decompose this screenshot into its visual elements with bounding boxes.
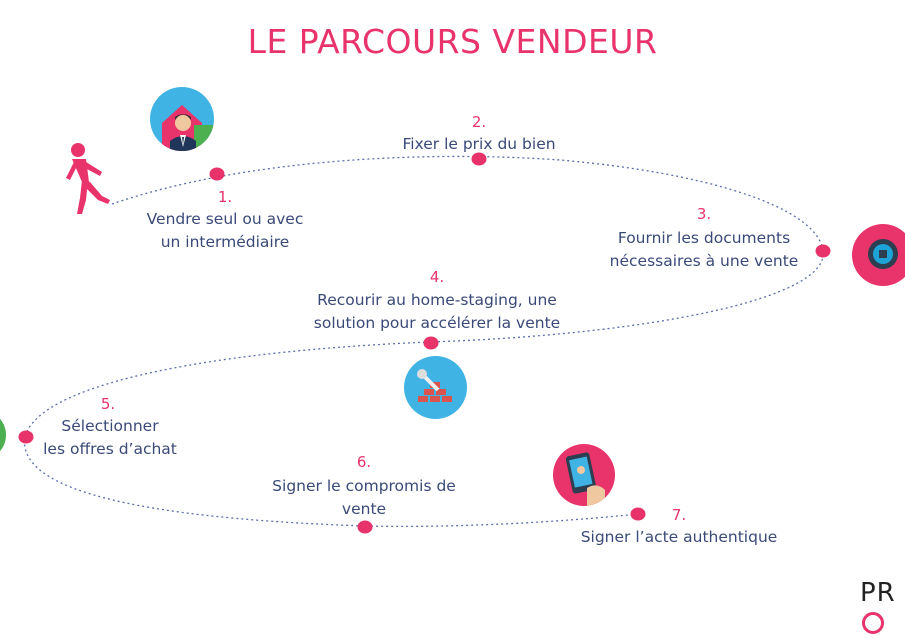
offer-icon bbox=[0, 410, 6, 460]
house-agent-icon bbox=[150, 87, 214, 151]
step-6-number: 6. bbox=[356, 453, 372, 471]
step-2-label: Fixer le prix du bien bbox=[402, 135, 556, 153]
step-7-label: Signer l’acte authentique bbox=[580, 528, 778, 546]
document-search-icon bbox=[852, 224, 905, 286]
brand-logo-icon: PR bbox=[860, 578, 905, 638]
step-1-marker bbox=[209, 167, 225, 181]
home-staging-icon bbox=[404, 356, 467, 419]
phone-signature-icon bbox=[553, 444, 615, 506]
brand-text: PR bbox=[860, 578, 896, 608]
step-2-marker bbox=[471, 152, 487, 166]
step-1-number: 1. bbox=[217, 188, 233, 206]
step-7-number: 7. bbox=[671, 506, 687, 524]
step-3-number: 3. bbox=[696, 205, 712, 223]
step-4-number: 4. bbox=[429, 268, 445, 286]
step-2-number: 2. bbox=[471, 113, 487, 131]
step-6-marker bbox=[357, 520, 373, 534]
journey-path bbox=[24, 155, 824, 528]
walking-person-icon bbox=[66, 143, 110, 214]
step-4-marker bbox=[423, 336, 439, 350]
step-5-marker bbox=[18, 430, 34, 444]
step-3-marker bbox=[815, 244, 831, 258]
page-title: LE PARCOURS VENDEUR bbox=[247, 22, 658, 61]
step-5-number: 5. bbox=[100, 395, 116, 413]
step-7-marker bbox=[630, 507, 646, 521]
